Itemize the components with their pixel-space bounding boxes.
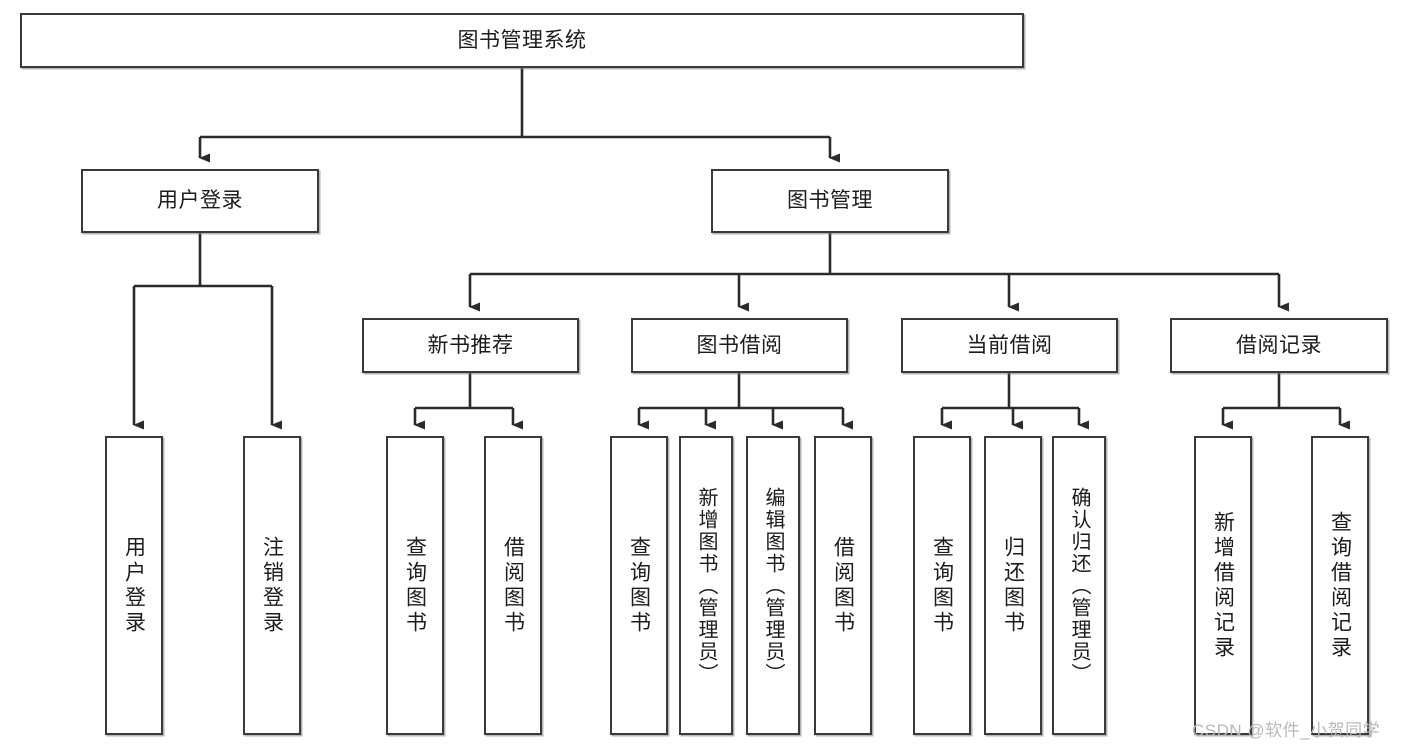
node-label: 确认归还（管理员） [1068, 486, 1090, 685]
node-borrow-record[interactable]: 借阅记录 [1170, 318, 1388, 373]
node-label: 归还图书 [1001, 535, 1025, 636]
node-new-book-recommend[interactable]: 新书推荐 [362, 318, 579, 373]
node-leaf-user-logout[interactable]: 注销登录 [243, 436, 301, 735]
node-label: 编辑图书（管理员） [762, 486, 784, 685]
node-label: 当前借阅 [966, 333, 1053, 357]
node-label: 借阅图书 [501, 535, 525, 636]
node-label: 借阅记录 [1236, 333, 1322, 357]
node-label: 新增图书（管理员） [695, 486, 717, 685]
node-leaf-record-add[interactable]: 新增借阅记录 [1194, 436, 1252, 735]
node-label: 用户登录 [157, 189, 243, 213]
node-leaf-bookborrow-borrow[interactable]: 借阅图书 [814, 436, 872, 735]
node-leaf-currentborrow-confirm[interactable]: 确认归还（管理员） [1052, 436, 1106, 735]
node-leaf-bookborrow-add[interactable]: 新增图书（管理员） [679, 436, 733, 735]
node-label: 注销登录 [260, 535, 284, 636]
node-current-borrow[interactable]: 当前借阅 [901, 318, 1118, 373]
node-label: 查询图书 [930, 535, 954, 636]
node-book-borrow[interactable]: 图书借阅 [631, 318, 848, 373]
node-label: 查询图书 [627, 535, 651, 636]
node-label: 图书管理系统 [457, 28, 587, 52]
node-label: 用户登录 [122, 535, 146, 636]
node-label: 新增借阅记录 [1211, 510, 1235, 661]
node-root-system[interactable]: 图书管理系统 [20, 13, 1024, 68]
node-leaf-currentborrow-return[interactable]: 归还图书 [984, 436, 1042, 735]
node-label: 图书借阅 [696, 333, 783, 357]
node-leaf-user-login[interactable]: 用户登录 [105, 436, 163, 735]
node-label: 图书管理 [787, 189, 873, 213]
node-user-login[interactable]: 用户登录 [81, 169, 319, 233]
node-label: 查询借阅记录 [1328, 510, 1352, 661]
node-leaf-bookborrow-edit[interactable]: 编辑图书（管理员） [746, 436, 800, 735]
node-label: 新书推荐 [427, 333, 514, 357]
node-book-management[interactable]: 图书管理 [711, 169, 949, 233]
node-leaf-newbook-query[interactable]: 查询图书 [386, 436, 444, 735]
node-leaf-currentborrow-query[interactable]: 查询图书 [913, 436, 971, 735]
node-leaf-bookborrow-query[interactable]: 查询图书 [610, 436, 668, 735]
node-leaf-record-query[interactable]: 查询借阅记录 [1311, 436, 1369, 735]
node-leaf-newbook-borrow[interactable]: 借阅图书 [484, 436, 542, 735]
node-label: 查询图书 [403, 535, 427, 636]
node-label: 借阅图书 [831, 535, 855, 636]
